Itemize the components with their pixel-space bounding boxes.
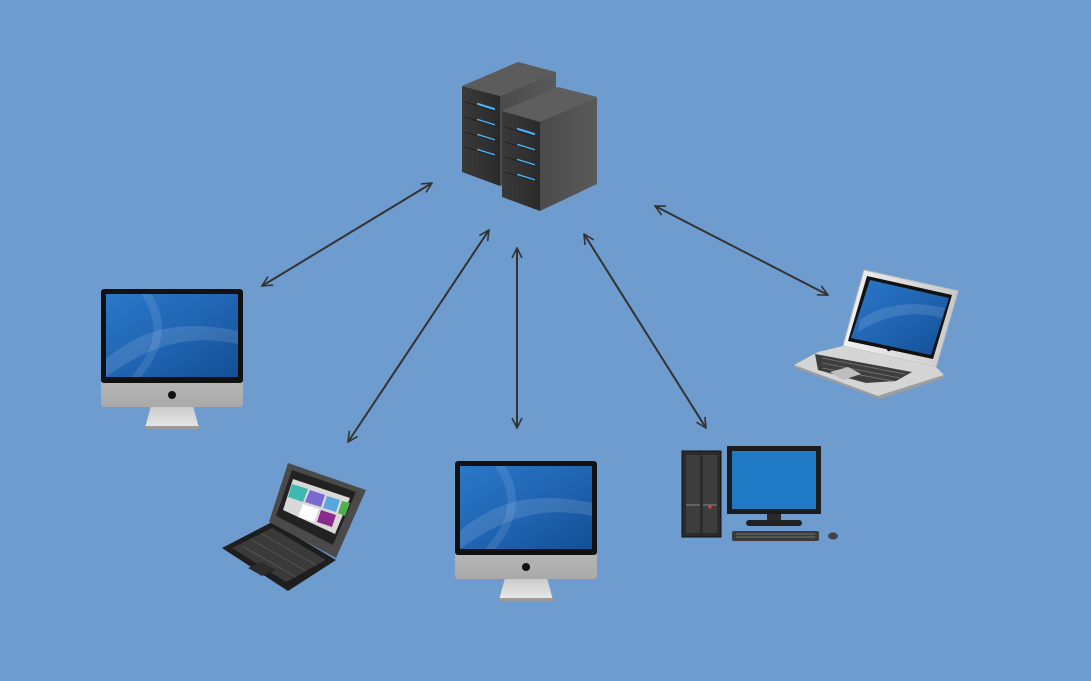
server-rack-icon: [462, 62, 597, 211]
arrow-server-imac-left: [262, 183, 432, 286]
laptop-icon: [794, 269, 959, 399]
netbook-laptop-icon: [222, 463, 366, 591]
arrow-server-desktop: [584, 234, 706, 428]
desktop-pc-icon: [681, 446, 838, 541]
imac-left-icon: [101, 289, 243, 429]
arrow-server-laptop-right: [655, 205, 828, 296]
imac-center-icon: [455, 461, 597, 601]
connections: [262, 183, 828, 442]
arrow-server-netbook: [348, 230, 489, 442]
